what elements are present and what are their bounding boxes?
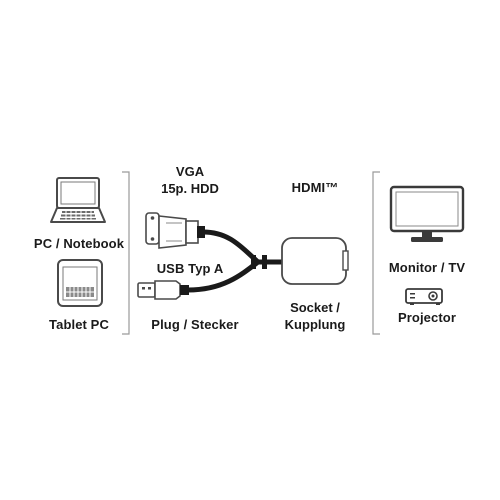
pc-notebook-label: PC / Notebook — [33, 236, 125, 251]
vga-plug-icon — [145, 212, 205, 249]
socket-label-line2: Kupplung — [284, 317, 346, 332]
monitor-icon — [389, 185, 465, 242]
hdmi-adapter-icon — [281, 237, 349, 285]
vga-label-line2: 15p. HDD — [161, 181, 219, 196]
projector-icon — [405, 288, 443, 305]
tablet-icon — [57, 259, 103, 307]
laptop-icon — [50, 177, 106, 223]
tablet-pc-label: Tablet PC — [49, 317, 109, 332]
hdmi-label: HDMI™ — [291, 180, 339, 195]
y-cable — [185, 229, 286, 293]
monitor-tv-label: Monitor / TV — [388, 260, 466, 275]
socket-label-line1: Socket / — [290, 300, 340, 315]
projector-label: Projector — [398, 310, 456, 325]
vga-label: VGA 15p. HDD — [150, 163, 230, 197]
usb-type-a-label: USB Typ A — [156, 261, 224, 276]
left-bracket — [122, 171, 130, 335]
usb-plug-icon — [137, 280, 189, 300]
vga-label-line1: VGA — [175, 164, 205, 179]
socket-label: Socket / Kupplung — [272, 299, 358, 333]
plug-label: Plug / Stecker — [151, 317, 239, 332]
right-bracket — [372, 171, 380, 335]
